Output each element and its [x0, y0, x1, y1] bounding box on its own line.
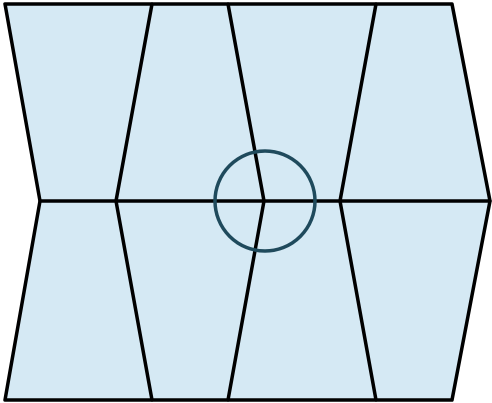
divider-top-2	[226, 2, 266, 203]
highlight-circle	[213, 149, 317, 253]
edge-lines	[3, 2, 492, 402]
bottom-row	[5, 201, 490, 400]
cell-top-4	[340, 4, 490, 201]
cell-bottom-1	[5, 201, 152, 400]
cell-bottom-2	[116, 201, 264, 400]
cell-bottom-4	[340, 201, 490, 400]
divider-bottom-1	[114, 199, 154, 402]
cell-top-1	[5, 4, 152, 201]
divider-bottom-3	[338, 199, 378, 402]
divider-top-3	[338, 2, 378, 203]
divider-bottom-2	[226, 199, 266, 402]
cell-top-2	[116, 4, 264, 201]
divider-top-1	[114, 2, 154, 203]
